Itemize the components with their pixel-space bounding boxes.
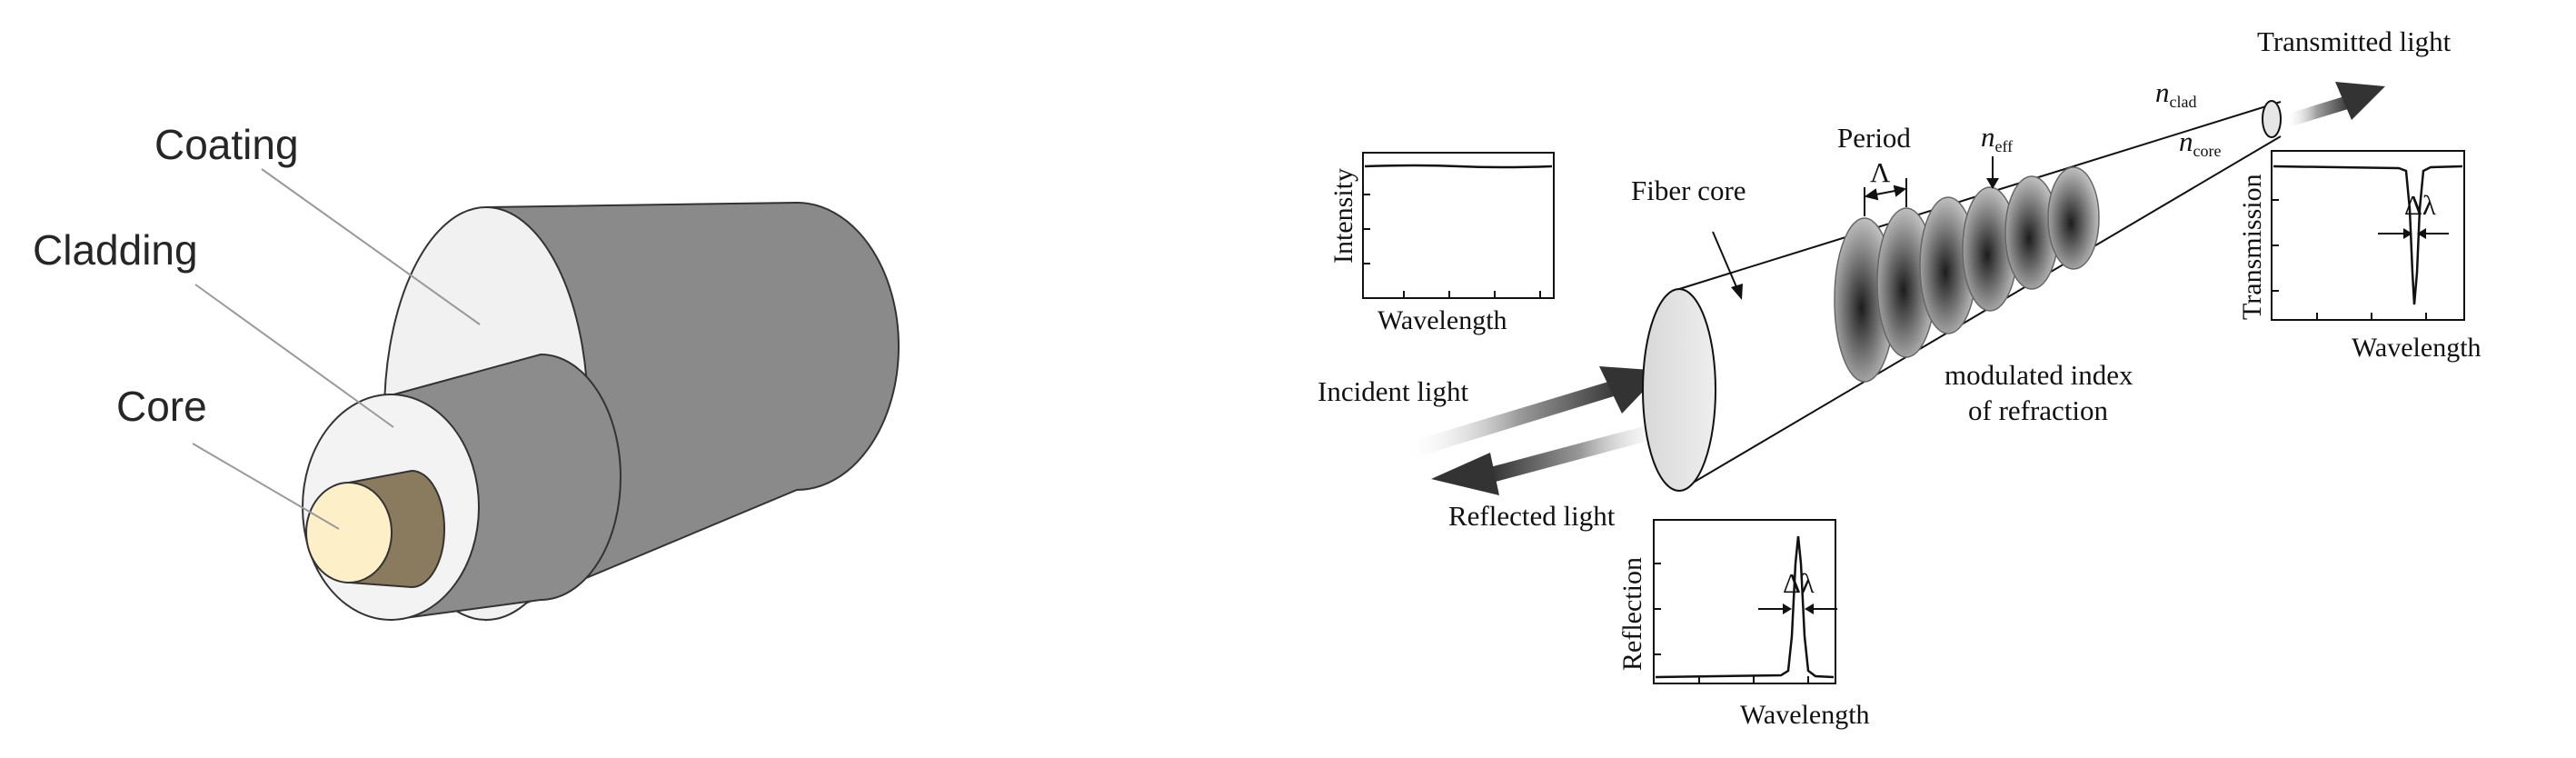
fiber-input-face — [1642, 288, 1716, 492]
n-core-label: ncore — [2179, 125, 2221, 160]
fiber-output-face — [2262, 100, 2282, 138]
reflection-ylabel: Reflection — [1617, 557, 1647, 671]
transmitted-light-beam — [2285, 82, 2385, 127]
transmission-curve — [2273, 165, 2463, 305]
n-clad-label: nclad — [2155, 76, 2196, 111]
transmission-bandwidth-label: Δλ — [2404, 189, 2436, 221]
reflected-light-label: Reflected light — [1448, 500, 1616, 532]
modulated-index-line2: of refraction — [1968, 394, 2109, 426]
cladding-label: Cladding — [33, 226, 198, 274]
coating-leader — [261, 168, 481, 325]
incident-spectrum-curve — [1364, 164, 1553, 169]
core-leader — [192, 443, 340, 530]
transmitted-light-label: Transmitted light — [2257, 25, 2452, 57]
cladding-leader — [194, 284, 394, 428]
n-eff-subscript: eff — [1995, 137, 2014, 155]
core-layer — [305, 469, 445, 589]
core-face — [305, 482, 393, 583]
reflection-bandwidth-label: Δλ — [1783, 567, 1815, 599]
incident-ylabel: Intensity — [1328, 168, 1358, 264]
period-symbol: Λ — [1870, 156, 1891, 188]
transmission-xlabel: Wavelength — [2352, 333, 2482, 363]
period-marker — [1864, 178, 1907, 216]
n-core-subscript: core — [2193, 142, 2222, 160]
incident-light-label: Incident light — [1318, 375, 1469, 407]
grating-disks — [1834, 166, 2100, 383]
fiber-core-arrow — [1712, 231, 1738, 290]
fiber-structure: Coating Cladding Core — [33, 121, 900, 622]
period-label: Period — [1837, 122, 1911, 154]
core-label: Core — [116, 383, 207, 430]
incident-spectrum-plot: Intensity Wavelength — [1328, 152, 1555, 335]
grating-disk — [2047, 166, 2100, 270]
n-eff-label: neff — [1981, 121, 2013, 155]
coating-label: Coating — [154, 121, 299, 168]
reflection-curve — [1655, 535, 1835, 679]
n-clad-subscript: clad — [2170, 93, 2197, 111]
incident-xlabel: Wavelength — [1378, 305, 1507, 335]
transmission-ylabel: Transmission — [2237, 174, 2267, 320]
modulated-index-line1: modulated index — [1944, 359, 2133, 391]
fbg-diagram: Intensity Wavelength — [1318, 25, 2482, 730]
reflected-light-beam — [1431, 420, 1672, 495]
fiber-core-label: Fiber core — [1631, 175, 1746, 206]
reflection-xlabel: Wavelength — [1740, 700, 1870, 730]
transmission-spectrum-plot: Δλ Transmission Wavelength — [2237, 150, 2482, 363]
reflection-spectrum-plot: Δλ Reflection Wavelength — [1617, 519, 1870, 730]
